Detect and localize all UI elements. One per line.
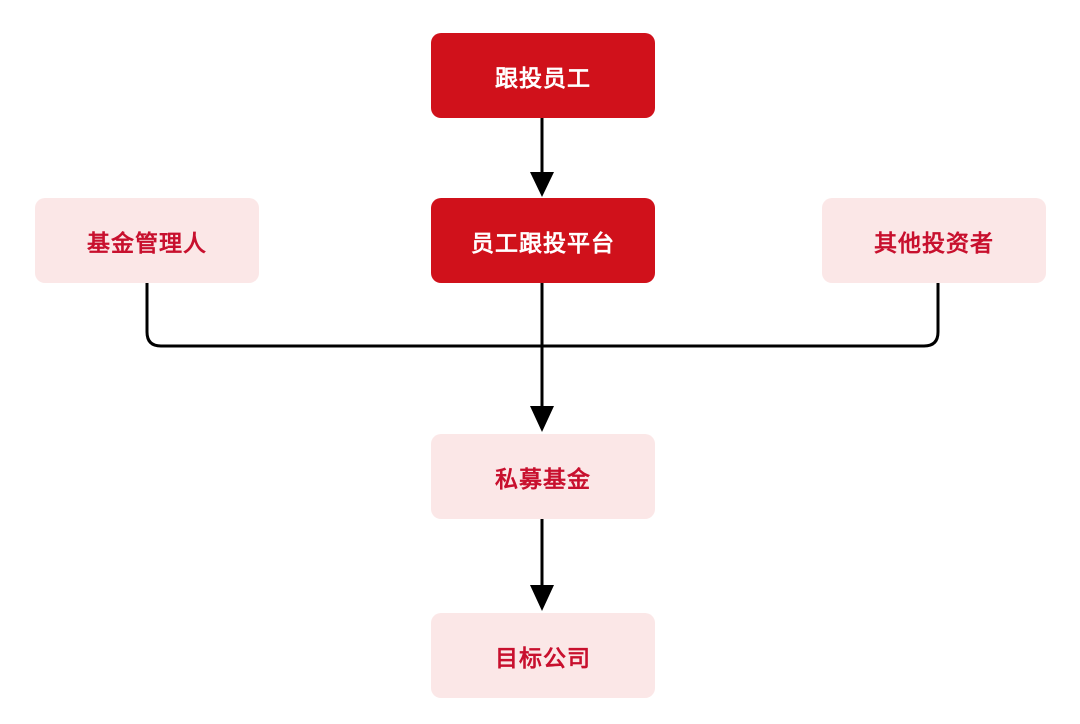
node-follow-employee: 跟投员工 (431, 33, 655, 118)
arrowhead-fund (530, 406, 554, 432)
node-private-fund: 私募基金 (431, 434, 655, 519)
node-employee-platform: 员工跟投平台 (431, 198, 655, 283)
node-label: 私募基金 (495, 466, 591, 493)
node-fund-manager: 基金管理人 (35, 198, 259, 283)
node-other-investors: 其他投资者 (822, 198, 1046, 283)
node-target-company: 目标公司 (431, 613, 655, 698)
node-label: 员工跟投平台 (471, 230, 615, 257)
node-label: 其他投资者 (874, 230, 994, 257)
node-label: 目标公司 (495, 645, 591, 672)
edge-other-branch (542, 283, 940, 348)
node-label: 跟投员工 (495, 65, 591, 92)
arrowhead-target (530, 585, 554, 611)
edge-manager-branch (145, 283, 542, 348)
node-label: 基金管理人 (87, 230, 207, 257)
arrowhead-platform (530, 172, 554, 197)
